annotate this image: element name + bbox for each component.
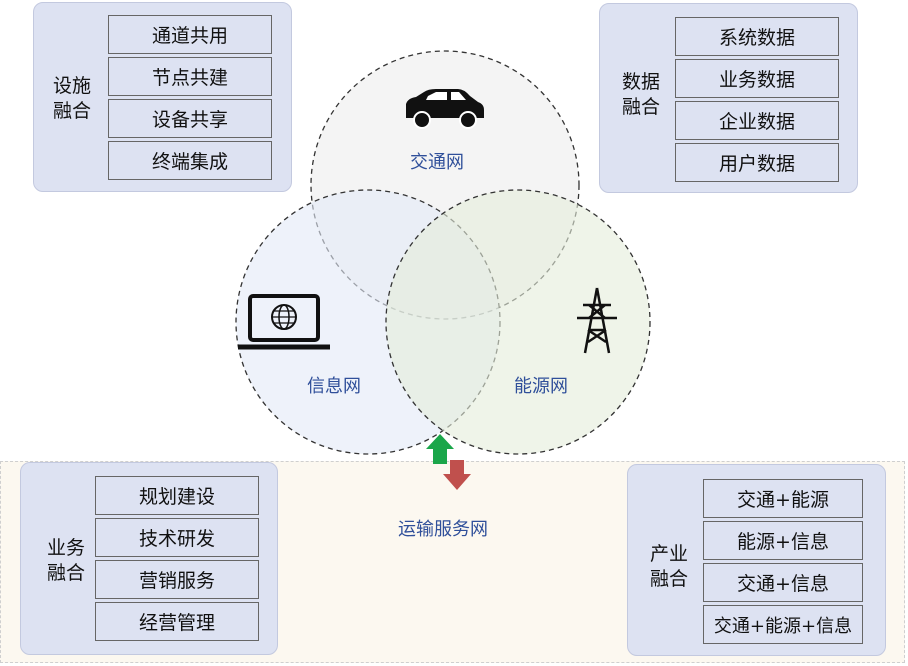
down-arrow-icon bbox=[443, 460, 471, 490]
info-network-label: 信息网 bbox=[307, 376, 361, 397]
industry-item: 交通+能源+信息 bbox=[703, 605, 863, 644]
industry-fusion-title: 产业融合 bbox=[649, 543, 688, 590]
industry-item: 交通+能源 bbox=[703, 479, 863, 518]
industry-item: 能源+信息 bbox=[703, 521, 863, 560]
business-item: 规划建设 bbox=[95, 476, 259, 515]
data-item: 企业数据 bbox=[675, 101, 839, 140]
facility-fusion-title: 设施融合 bbox=[52, 75, 91, 122]
power-tower-icon bbox=[577, 287, 617, 354]
data-item: 系统数据 bbox=[675, 17, 839, 56]
business-item: 营销服务 bbox=[95, 560, 259, 599]
business-fusion-title: 业务融合 bbox=[46, 537, 85, 584]
facility-item: 设备共享 bbox=[108, 99, 272, 138]
data-item: 业务数据 bbox=[675, 59, 839, 98]
up-arrow-icon bbox=[426, 434, 454, 464]
energy-network-label: 能源网 bbox=[514, 376, 568, 397]
car-icon bbox=[406, 89, 484, 129]
laptop-icon bbox=[238, 294, 330, 350]
business-item: 技术研发 bbox=[95, 518, 259, 557]
data-fusion-title: 数据融合 bbox=[621, 71, 660, 118]
energy-network-circle bbox=[385, 189, 651, 455]
business-item: 经营管理 bbox=[95, 602, 259, 641]
industry-item: 交通+信息 bbox=[703, 563, 863, 602]
facility-item: 通道共用 bbox=[108, 15, 272, 54]
facility-item: 节点共建 bbox=[108, 57, 272, 96]
transport-service-network-label: 运输服务网 bbox=[398, 519, 488, 540]
transport-network-label: 交通网 bbox=[410, 152, 464, 173]
data-item: 用户数据 bbox=[675, 143, 839, 182]
facility-item: 终端集成 bbox=[108, 141, 272, 180]
